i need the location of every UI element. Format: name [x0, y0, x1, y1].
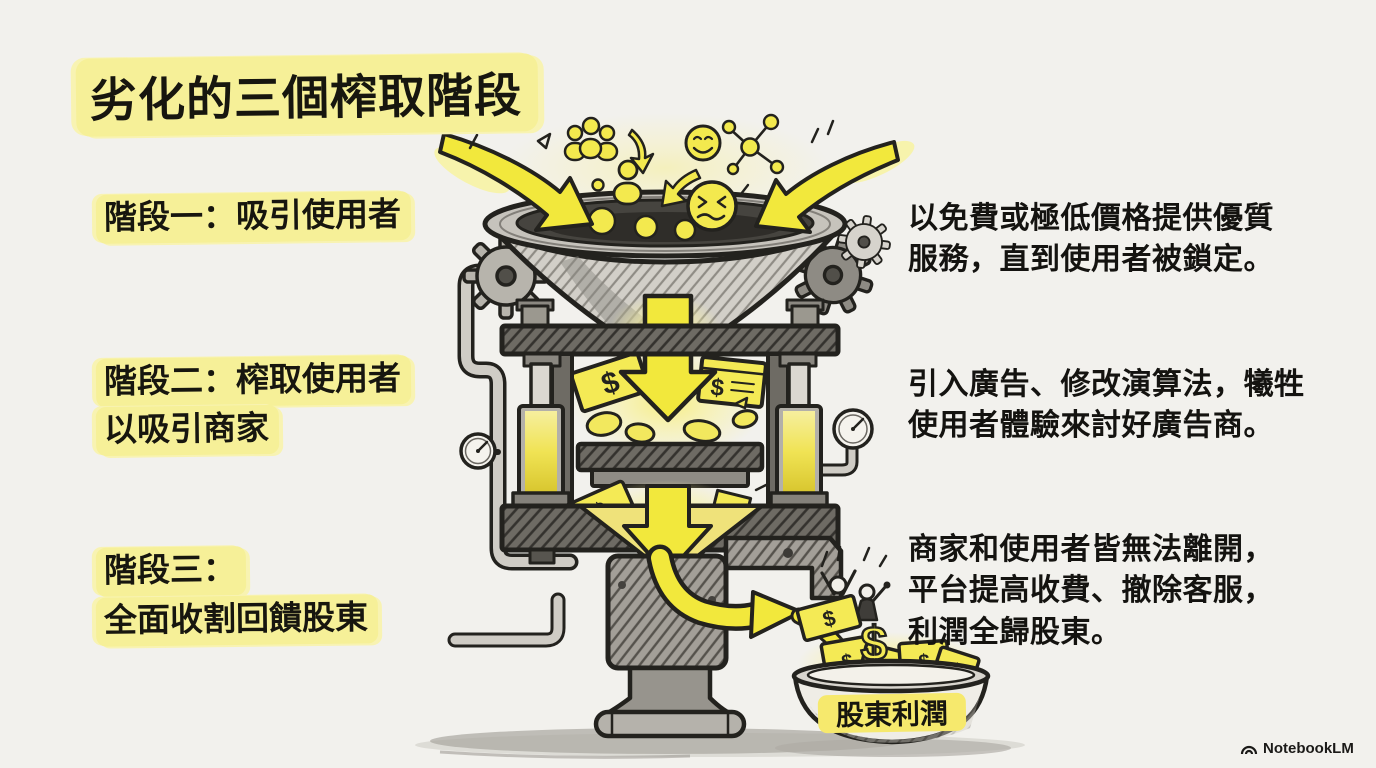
dollar-bill-icon: $	[795, 593, 863, 643]
incoming-icons	[563, 113, 785, 208]
stage-1-desc-line: 服務，直到使用者被鎖定。	[908, 243, 1274, 277]
big-arrows	[434, 119, 915, 234]
stage-3-desc-line: 商家和使用者皆無法離開，	[908, 533, 1274, 566]
users-group-icon	[563, 116, 619, 162]
small-arrow-icon	[627, 128, 655, 175]
network-icon	[721, 113, 785, 176]
small-arrow-icon	[660, 168, 702, 208]
stage-2-desc-line: 使用者體驗來討好廣告商。	[908, 409, 1274, 443]
stage-2-label: 階段二：榨取使用者 以吸引商家	[95, 355, 412, 456]
press-arrow-down-2	[622, 484, 713, 576]
stage-2-desc-line: 引入廣告、修改演算法，犧牲	[908, 368, 1305, 401]
notebooklm-logo-icon	[1240, 745, 1258, 754]
stage-3-label: 階段三： 全面收割回饋股東	[95, 546, 379, 647]
watermark: NotebookLM	[1240, 740, 1354, 757]
pedestal	[593, 535, 844, 739]
stage-3-desc-line: 平台提高收費、撤除客服，	[908, 574, 1274, 608]
stage-1-description: 以免費或極低價格提供優質 服務，直到使用者被鎖定。	[908, 198, 1274, 281]
big-arrow-right	[754, 140, 900, 234]
pressure-gauge-left	[459, 432, 501, 470]
big-arrow-left	[438, 132, 594, 232]
profit-basin-icon: $ $ $ $ $ $ 股東利潤	[791, 593, 991, 745]
stage-1-label-line: 階段一：吸引使用者	[95, 191, 412, 244]
stage-2-label-line: 以吸引商家	[95, 404, 280, 456]
page-title: 劣化的三個榨取階段	[75, 53, 539, 137]
svg-text:$: $	[709, 374, 726, 402]
stage-2-description: 引入廣告、修改演算法，犧牲 使用者體驗來討好廣告商。	[908, 364, 1305, 447]
mid-press-plate	[575, 441, 765, 488]
stage-3-description: 商家和使用者皆無法離開， 平台提高收費、撤除客服， 利潤全歸股東。	[908, 529, 1274, 653]
spout-arm	[723, 535, 844, 601]
basin-label: 股東利潤	[836, 698, 949, 731]
pressure-gauge-right	[811, 408, 874, 477]
squeezed-blobs	[585, 396, 759, 444]
press-arrow-down-1	[618, 293, 718, 423]
page-title-text: 劣化的三個榨取階段	[75, 53, 539, 137]
piston-right	[769, 352, 829, 510]
stage-2-label-line: 階段二：榨取使用者	[95, 355, 412, 408]
stage-3-label-line: 全面收割回饋股東	[95, 594, 379, 647]
dollar-bill-icon: $	[696, 355, 768, 409]
smiley-icon	[684, 124, 722, 162]
press-frame	[499, 298, 841, 510]
stage-1-label: 階段一：吸引使用者	[95, 191, 412, 244]
stage-1-desc-line: 以免費或極低價格提供優質	[908, 202, 1274, 235]
stage-3-desc-line: 利潤全歸股東。	[908, 615, 1122, 649]
watermark-label: NotebookLM	[1263, 740, 1354, 757]
squeezed-smiley-icon	[686, 180, 750, 232]
stage-3-label-line: 階段三：	[95, 546, 247, 597]
user-icon	[591, 159, 643, 206]
